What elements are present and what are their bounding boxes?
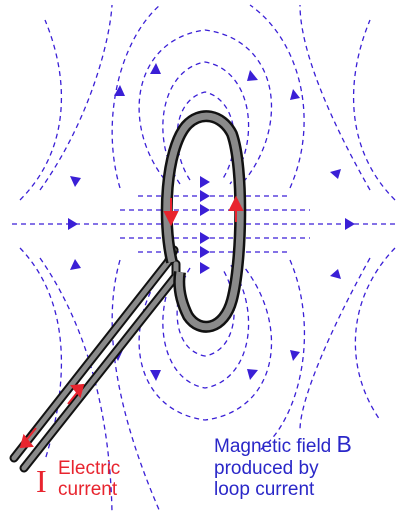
field-label-line2: produced by [214, 457, 319, 479]
field-arrow-icon [68, 218, 78, 230]
current-loop [160, 110, 247, 333]
field-line [162, 61, 250, 185]
field-label-line3: loop current [214, 479, 315, 501]
field-arrow-icon [290, 89, 300, 100]
field-arrow-icon [200, 176, 210, 188]
current-arrow-up-icon [228, 195, 244, 222]
field-arrows [68, 63, 355, 381]
field-line [19, 19, 63, 201]
field-arrow-icon [247, 70, 258, 81]
field-arrow-icon [200, 232, 210, 244]
field-lines [12, 4, 396, 513]
field-line [299, 257, 371, 431]
field-symbol: B [336, 431, 352, 457]
field-arrow-icon [330, 269, 341, 279]
field-label-line1: Magnetic field [214, 436, 332, 457]
field-line [299, 4, 371, 191]
field-line [138, 29, 273, 187]
field-line [354, 247, 396, 421]
current-arrow-out-icon [19, 427, 37, 449]
current-label-line1: Electric [58, 458, 121, 479]
field-arrow-icon [70, 176, 81, 187]
field-arrow-icon [150, 63, 161, 74]
field-arrow-icon [114, 85, 125, 96]
field-arrow-icon [330, 169, 341, 179]
current-symbol: I [36, 463, 47, 499]
field-arrow-icon [70, 259, 81, 270]
field-line [111, 4, 161, 189]
field-arrow-icon [247, 369, 258, 380]
current-arrow-down-icon [163, 198, 179, 227]
field-line [259, 259, 306, 451]
field-arrow-icon [200, 246, 210, 258]
field-arrow-icon [345, 218, 355, 230]
field-arrow-icon [200, 204, 210, 216]
field-line [111, 259, 161, 513]
current-arrows [19, 195, 244, 449]
field-line [138, 261, 273, 421]
field-arrow-icon [200, 262, 210, 274]
magnetic-field-label: Magnetic field B produced by loop curren… [214, 431, 352, 501]
wire-leads [9, 245, 181, 473]
field-arrow-icon [200, 190, 210, 202]
current-label-line2: current [58, 479, 118, 501]
field-arrow-icon [150, 370, 161, 381]
field-arrow-icon [290, 350, 300, 361]
current-arrow-in-icon [67, 383, 85, 405]
field-line [39, 4, 113, 191]
field-line [162, 263, 250, 389]
